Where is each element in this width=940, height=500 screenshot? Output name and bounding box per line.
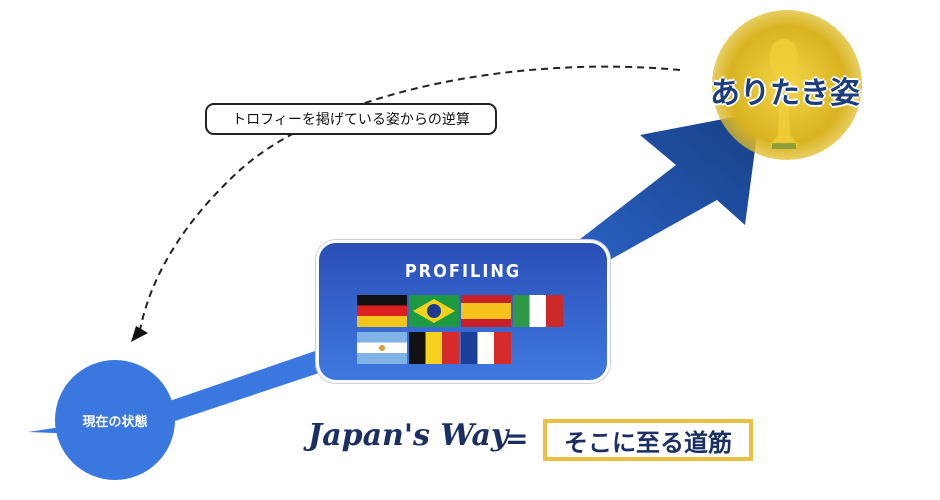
backcast-dashed-arrow	[139, 65, 681, 331]
flag-spain	[461, 295, 511, 327]
equals-sign: =	[505, 422, 529, 455]
flag-france	[461, 332, 511, 364]
path-label-box: そこに至る道筋	[543, 419, 753, 461]
flag-argentina	[357, 332, 407, 364]
current-state-circle: 現在の状態	[55, 360, 175, 480]
progress-band-lower	[28, 350, 322, 436]
flag-germany	[357, 295, 407, 327]
flag-italy	[513, 295, 563, 327]
flag-belgium	[409, 332, 459, 364]
trophy-icon	[769, 38, 799, 149]
backcast-label: トロフィーを掲げている姿からの逆算	[205, 103, 497, 135]
goal-label: ありたき姿	[710, 76, 860, 111]
japans-way-title: Japan's Way	[308, 418, 509, 453]
backcast-arrowhead	[131, 326, 148, 342]
progress-arrow-upper	[575, 112, 760, 262]
profiling-box: PROFILING	[316, 240, 610, 383]
profiling-title: PROFILING	[404, 261, 522, 282]
flag-brazil	[409, 295, 459, 327]
